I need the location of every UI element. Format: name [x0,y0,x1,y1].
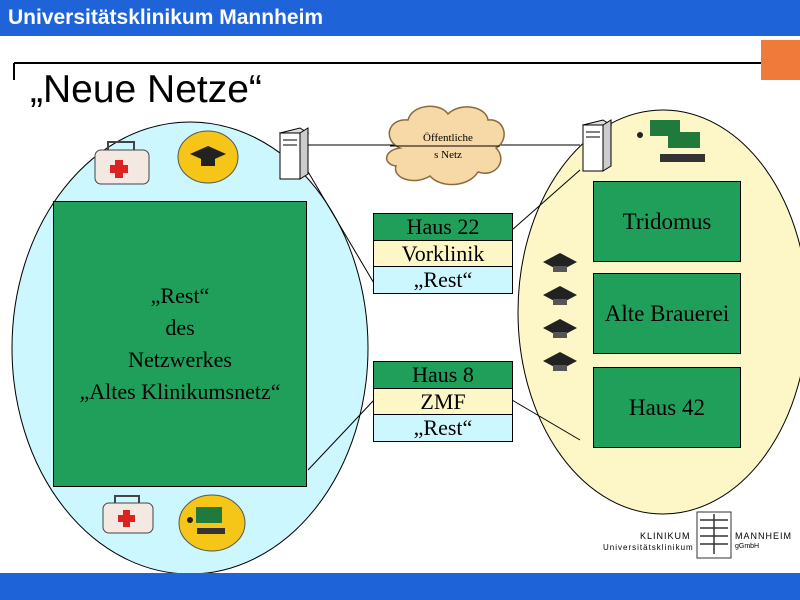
classroom-icon-top-right [637,120,705,162]
medical-bag-icon-top [94,141,150,185]
link-top-haus-22: Haus 22 [373,213,513,241]
slide-title: „Neue Netze“ [30,68,262,111]
right-box-tridomus: Tridomus [593,181,741,262]
right-link-bottom [511,399,581,441]
left-network-line-3: Netzwerkes [128,347,232,372]
graduation-cap-icon-4 [543,352,577,371]
left-link-bottom [307,399,375,471]
link-bottom-rest: „Rest“ [373,414,513,442]
link-top-vorklinik: Vorklinik [373,240,513,267]
graduation-cap-icon-2 [543,286,577,305]
right-box-alte-brauerei: Alte Brauerei [593,273,741,354]
logo-text-mannheim: Mannheim [735,531,792,541]
link-bottom-zmf: ZMF [373,388,513,415]
left-network-line-1: „Rest“ [150,283,210,308]
header-bar: Universitätsklinikum Mannheim [0,0,800,36]
logo-text-ggmbh: gGmbH [735,543,760,550]
medical-bag-icon-bottom [102,495,154,534]
graduation-cap-icon-3 [543,319,577,338]
logo-text-universitaetsklinikum: Universitätsklinikum [603,543,694,552]
left-network-line-4: „Altes Klinikumsnetz“ [79,379,281,404]
logo-text-klinikum: Klinikum [640,531,691,541]
footer-bar [0,573,800,600]
cloud-label-line2: s Netz [434,149,462,161]
klinikum-logo-emblem [696,511,732,559]
cloud-label: Öffentliche s Netz [398,130,498,164]
header-title: Universitätsklinikum Mannheim [8,6,324,29]
left-server-link-top [306,169,379,291]
graduation-cap-medallion-top [177,130,239,184]
left-network-box: „Rest“ des Netzwerkes „Altes Klinikumsne… [53,201,307,487]
right-box-haus-42: Haus 42 [593,367,741,448]
classroom-medallion-bottom [178,494,246,552]
left-network-line-2: des [165,315,195,340]
cloud-label-line1: Öffentliche [423,132,473,144]
graduation-cap-icon-1 [543,253,577,272]
right-server-link-top [511,169,581,231]
cloud-icon [386,105,505,186]
link-bottom-haus-8: Haus 8 [373,361,513,389]
left-server-icon [278,127,310,180]
accent-square [761,40,800,80]
right-server-icon [581,119,613,172]
link-top-rest: „Rest“ [373,266,513,294]
